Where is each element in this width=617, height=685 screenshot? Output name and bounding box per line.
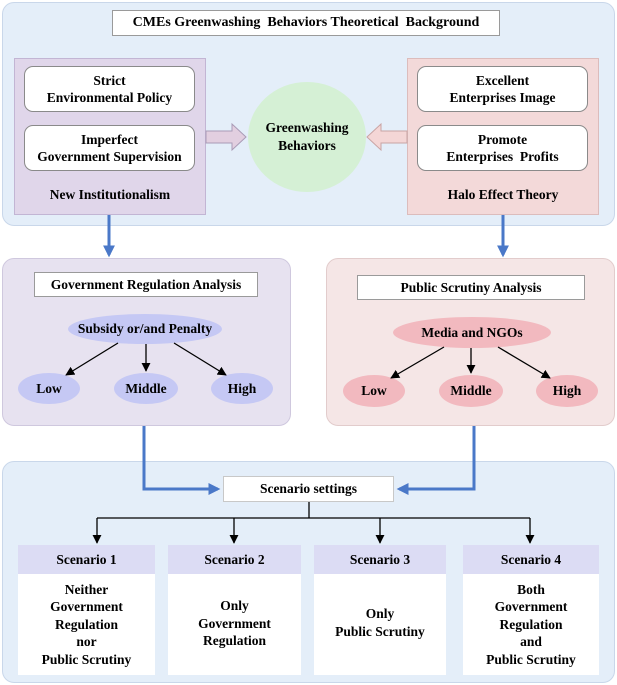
public-scrutiny-title: Public Scrutiny Analysis	[357, 275, 585, 300]
scenario-1-header: Scenario 1	[18, 545, 155, 574]
scenario-3-line: Only	[365, 606, 395, 621]
pub-middle-ellipse: Middle	[439, 375, 503, 407]
scenario-2-line: Government	[198, 615, 271, 631]
scenario-2-header: Scenario 2	[168, 545, 301, 574]
scenario-4-line: Both	[517, 581, 545, 597]
behaviors-line: Behaviors	[278, 138, 336, 153]
halo-effect-caption: Halo Effect Theory	[447, 187, 559, 202]
pub-to-high-arrow	[497, 346, 551, 379]
greenwashing-behaviors-circle: Greenwashing Behaviors	[248, 82, 366, 192]
scenario-1-line: Regulation	[54, 616, 118, 632]
excellent-line: Excellent	[475, 73, 530, 88]
gov-to-high-arrow	[173, 342, 227, 376]
scenario-3-body: Only Public Scrutiny	[314, 574, 446, 675]
scenario-1-line: nor	[76, 634, 97, 650]
pub-high-ellipse: High	[536, 375, 598, 407]
scenario-3-header: Scenario 3	[314, 545, 446, 574]
strict-environmental-policy-box: Strict Environmental Policy	[24, 66, 195, 112]
scenario-2-line: Regulation	[202, 633, 266, 648]
media-ngos-ellipse: Media and NGOs	[393, 317, 551, 348]
scenario-4-line: Public Scrutiny	[486, 651, 576, 667]
new-institutionalism-caption: New Institutionalism	[49, 187, 171, 202]
left-block-arrow	[205, 122, 247, 152]
scenario-4-line: Government	[494, 599, 568, 615]
background-title: CMEs Greenwashing Behaviors Theoretical …	[112, 10, 500, 36]
scenario-1-body: Neither Government Regulation nor Public…	[18, 574, 155, 675]
scenario-4-body: Both Government Regulation and Public Sc…	[463, 574, 599, 675]
scenario-4-header: Scenario 4	[463, 545, 599, 574]
scenario-1-line: Government	[50, 599, 123, 615]
imperfect-line: Imperfect	[81, 132, 138, 147]
government-regulation-title: Government Regulation Analysis	[34, 272, 258, 297]
enterprises-image-line: Enterprises Image	[449, 90, 556, 105]
scenario-1-line: Public Scrutiny	[41, 651, 132, 667]
pub-low-ellipse: Low	[343, 375, 405, 407]
scenario-4-line: Regulation	[499, 616, 563, 632]
scenario-settings-title: Scenario settings	[223, 476, 394, 502]
pub-to-low-arrow	[390, 346, 445, 379]
strict-line: Strict	[93, 73, 126, 88]
promote-line: Promote	[477, 132, 528, 147]
scenario-3-line: Public Scrutiny	[335, 623, 425, 639]
gov-middle-ellipse: Middle	[114, 373, 178, 404]
government-supervision-line: Government Supervision	[37, 149, 182, 164]
government-to-scenario-arrow	[142, 426, 221, 495]
background-title-text: CMEs Greenwashing Behaviors Theoretical …	[132, 15, 480, 30]
gov-low-ellipse: Low	[18, 373, 80, 404]
greenwashing-line: Greenwashing	[265, 120, 349, 135]
public-to-scenario-arrow	[396, 426, 476, 495]
scenario-2-line: Only	[220, 598, 249, 613]
right-block-arrow	[366, 122, 408, 152]
gov-to-low-arrow	[65, 342, 119, 376]
promote-enterprises-profits-box: Promote Enterprises Profits	[417, 125, 588, 171]
gov-high-ellipse: High	[211, 373, 273, 404]
environmental-policy-line: Environmental Policy	[46, 90, 173, 105]
imperfect-government-supervision-box: Imperfect Government Supervision	[24, 125, 195, 171]
scenario-2-body: Only Government Regulation	[168, 574, 301, 675]
scenario-4-line: and	[520, 634, 542, 650]
scenario-1-line: Neither	[64, 581, 109, 597]
enterprises-profits-line: Enterprises Profits	[446, 149, 559, 164]
excellent-enterprises-image-box: Excellent Enterprises Image	[417, 66, 588, 112]
subsidy-penalty-ellipse: Subsidy or/and Penalty	[68, 314, 222, 344]
